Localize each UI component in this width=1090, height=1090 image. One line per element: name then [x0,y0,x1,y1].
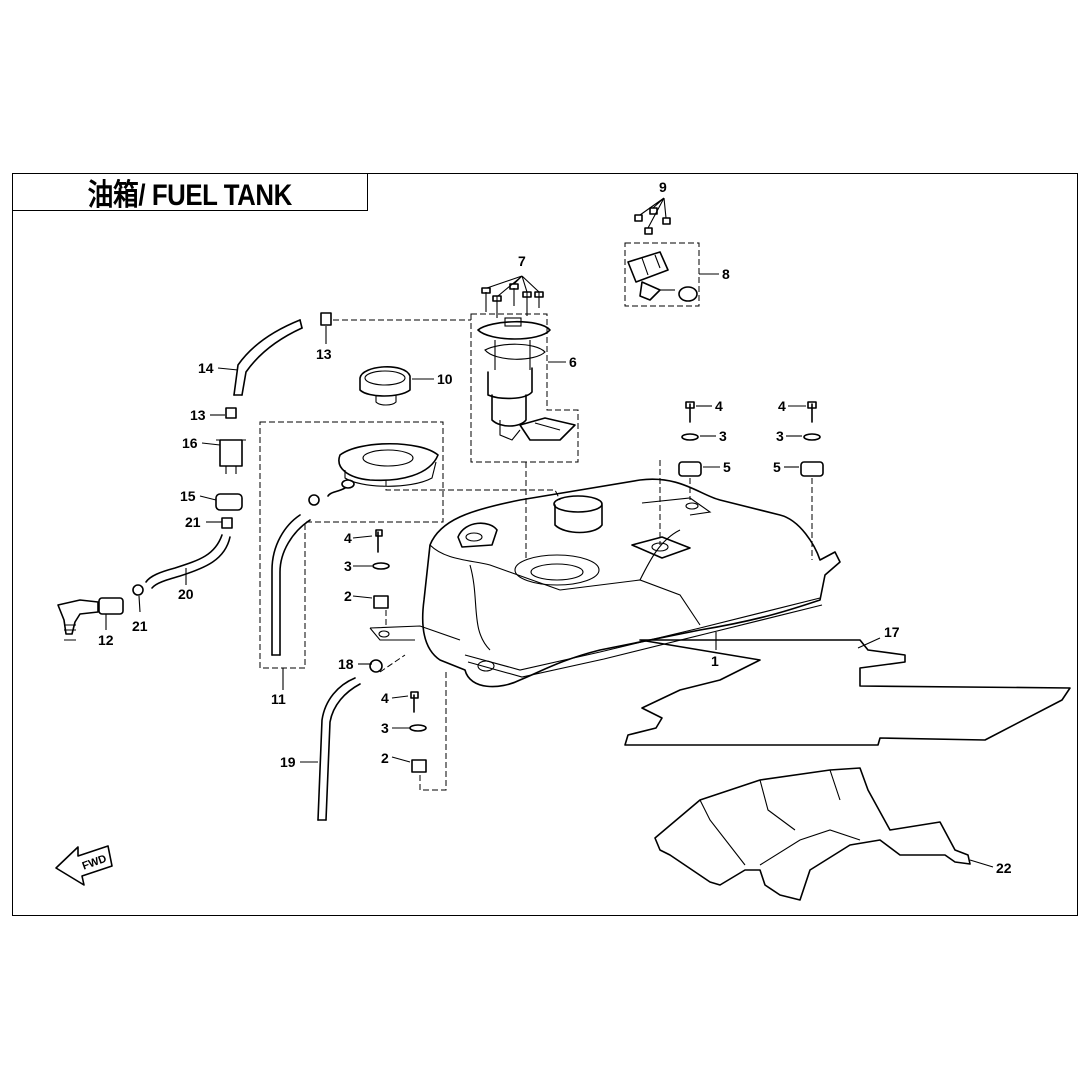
callout-4: 4 [344,530,352,546]
page-title: 油箱/ FUEL TANK [87,178,292,212]
callout-21: 21 [132,618,148,634]
pump-bolts [481,283,544,318]
fuel-connector-12 [57,597,124,641]
hose-19 [317,677,361,821]
callout-13: 13 [316,346,332,362]
forward-direction-arrow: FWD [55,845,113,886]
callout-6: 6 [569,354,577,370]
callout-2: 2 [381,750,389,766]
callout-19: 19 [280,754,296,770]
callout-21: 21 [185,514,201,530]
callout-7: 7 [518,253,526,269]
callout-5: 5 [773,459,781,475]
callout-10: 10 [437,371,453,387]
callout-3: 3 [719,428,727,444]
title-box: 油箱/ FUEL TANK [12,173,368,212]
dashed-guides [259,242,813,791]
mounting-hardware [372,401,824,773]
hose-coupler-15 [215,493,243,511]
hose-20 [145,534,231,589]
callout-18: 18 [338,656,354,672]
fuel-pump-assembly [477,317,576,441]
callout-2: 2 [344,588,352,604]
callout-3: 3 [344,558,352,574]
filler-neck [327,443,439,497]
callout-14: 14 [198,360,214,376]
callout-17: 17 [884,624,900,640]
callout-12: 12 [98,632,114,648]
fuel-filter [216,439,246,474]
callout-4: 4 [715,398,723,414]
callout-16: 16 [182,435,198,451]
diagram-frame [12,173,1078,916]
callout-15: 15 [180,488,196,504]
callout-4: 4 [778,398,786,414]
fuel-tank [369,478,841,688]
callout-22: 22 [996,860,1012,876]
fwd-label: FWD [81,853,109,873]
callout-5: 5 [723,459,731,475]
callout-11: 11 [271,691,286,707]
vent-hose-11 [271,514,311,656]
hose-14 [233,319,303,396]
callout-3: 3 [381,720,389,736]
leader-lines [105,197,994,868]
clamps [132,312,383,673]
callout-9: 9 [659,179,667,195]
callout-3: 3 [776,428,784,444]
tank-pad [624,639,1071,746]
heat-shield [654,767,971,901]
callout-labels: 1 2 2 3 3 3 3 4 4 4 4 5 5 6 7 8 9 10 11 … [98,179,1012,876]
callout-4: 4 [381,690,389,706]
callout-1: 1 [711,653,719,669]
fuel-cap [359,365,411,406]
callout-8: 8 [722,266,730,282]
fuel-sender-bracket [627,207,698,302]
callout-20: 20 [178,586,194,602]
callout-13: 13 [190,407,206,423]
